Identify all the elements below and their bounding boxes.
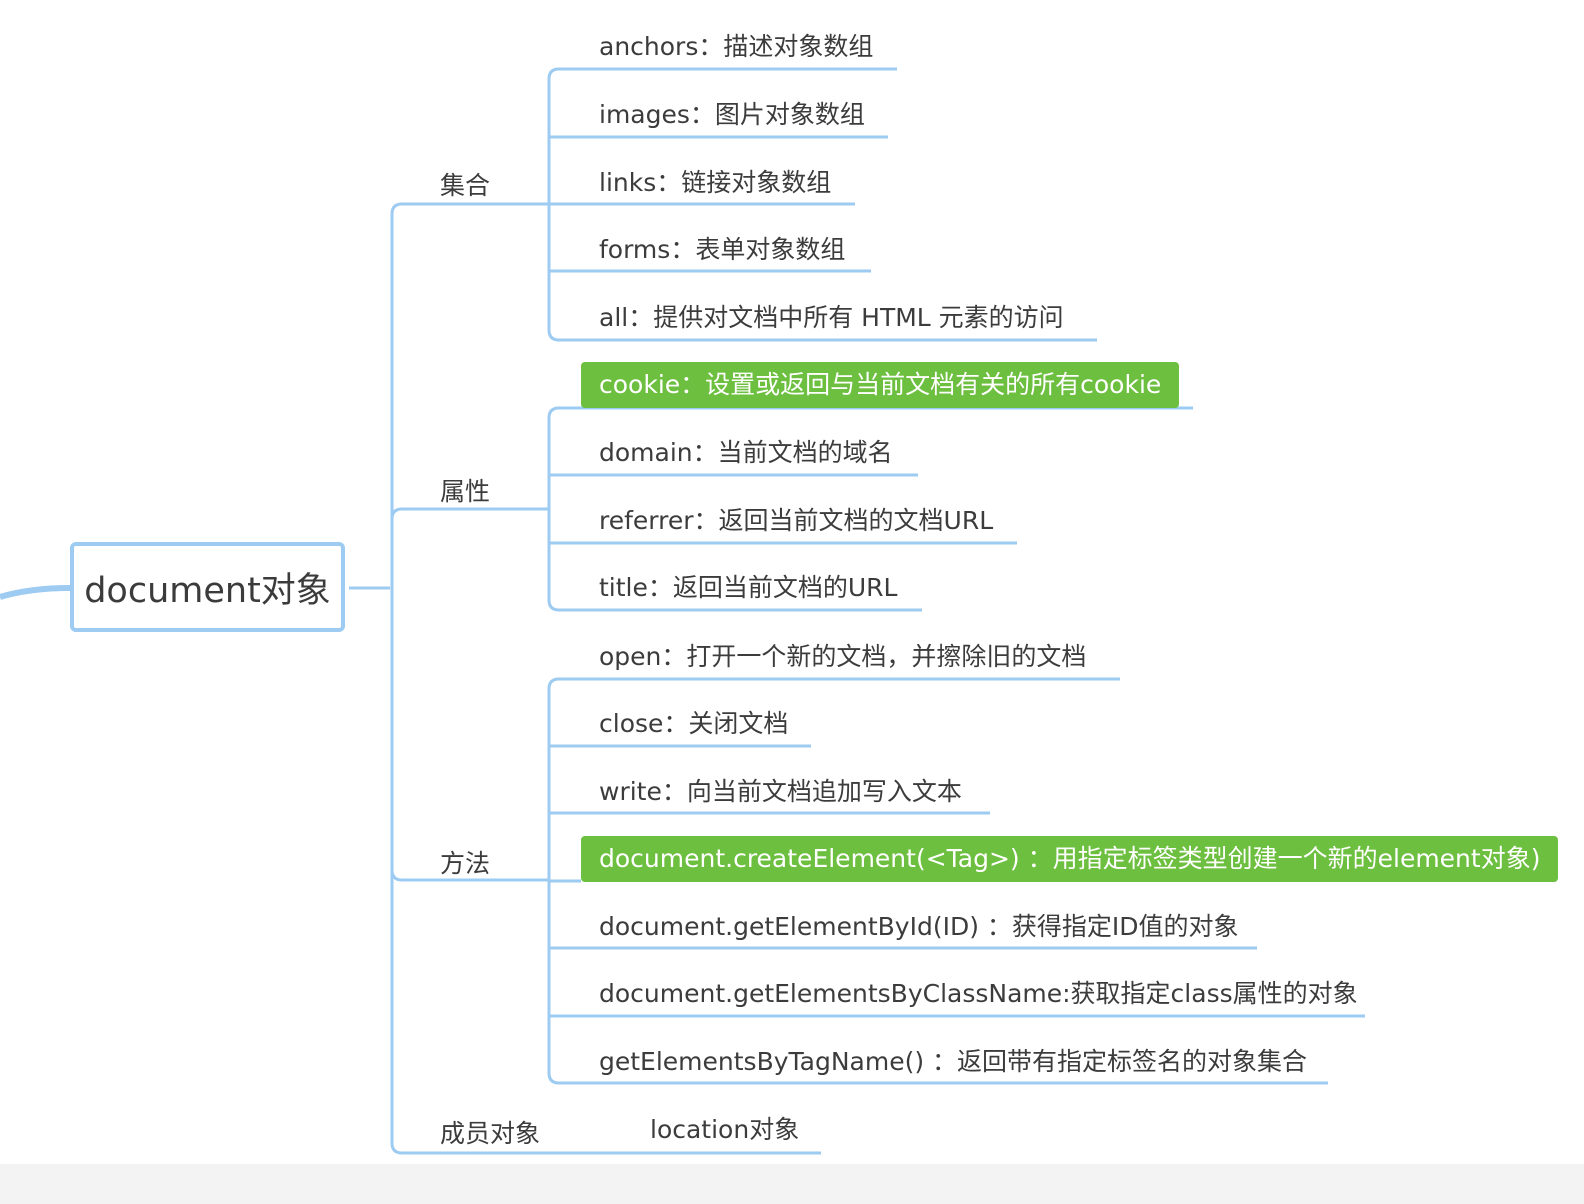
branch-collections[interactable]: 集合	[440, 171, 491, 200]
leaf-get-elements-by-tag-name[interactable]: getElementsByTagName() ：返回带有指定标签名的对象集合	[599, 1047, 1308, 1076]
root-label: document对象	[84, 570, 331, 611]
root-node[interactable]: document对象	[70, 542, 345, 632]
leaf-images[interactable]: images：图片对象数组	[599, 100, 865, 129]
branch-properties[interactable]: 属性	[440, 477, 491, 506]
leaf-cookie[interactable]: cookie：设置或返回与当前文档有关的所有cookie	[581, 362, 1180, 408]
leaf-open[interactable]: open：打开一个新的文档，并擦除旧的文档	[599, 642, 1087, 671]
leaf-domain[interactable]: domain：当前文档的域名	[599, 438, 893, 467]
leaf-links[interactable]: links：链接对象数组	[599, 168, 832, 197]
leaf-get-element-by-id[interactable]: document.getElementById(ID) ：获得指定ID值的对象	[599, 912, 1239, 941]
leaf-all[interactable]: all：提供对文档中所有 HTML 元素的访问	[599, 303, 1064, 332]
bottom-strip	[0, 1164, 1584, 1204]
leaf-anchors[interactable]: anchors：描述对象数组	[599, 32, 874, 61]
leaf-write[interactable]: write：向当前文档追加写入文本	[599, 777, 962, 806]
branch-methods[interactable]: 方法	[440, 849, 491, 878]
leaf-get-elements-by-class-name[interactable]: document.getElementsByClassName:获取指定clas…	[599, 979, 1358, 1008]
leaf-create-element[interactable]: document.createElement(<Tag>) ：用指定标签类型创建…	[581, 836, 1559, 882]
leaf-close[interactable]: close：关闭文档	[599, 709, 789, 738]
branch-member-objects[interactable]: 成员对象	[440, 1119, 541, 1148]
leaf-referrer[interactable]: referrer：返回当前文档的文档URL	[599, 506, 994, 535]
leaf-location[interactable]: location对象	[650, 1115, 800, 1144]
leaf-title[interactable]: title：返回当前文档的URL	[599, 573, 898, 602]
leaf-forms[interactable]: forms：表单对象数组	[599, 235, 846, 264]
